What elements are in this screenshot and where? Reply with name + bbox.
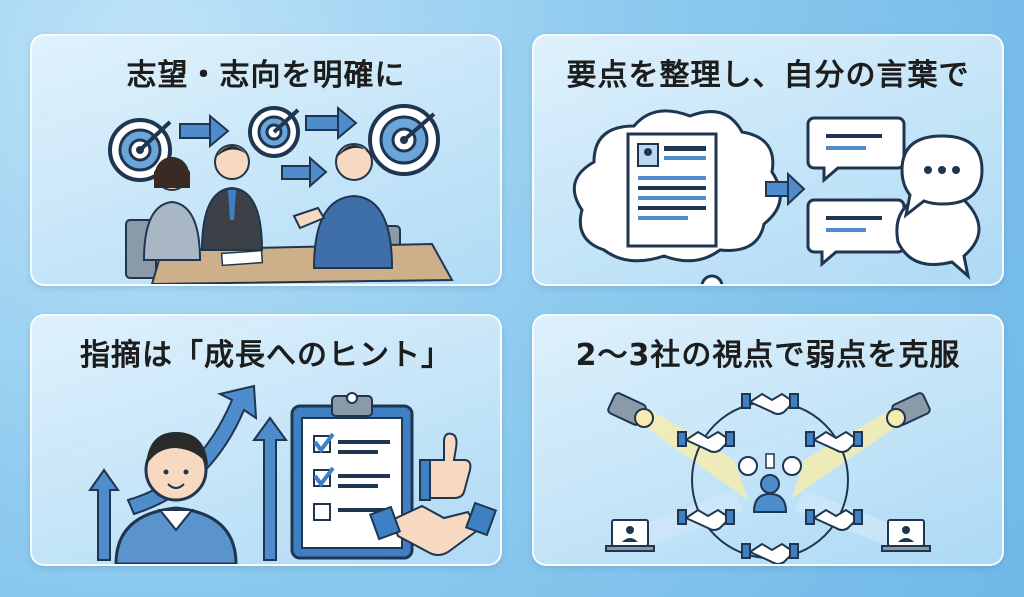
target-icon	[368, 104, 440, 176]
summarize-illustration	[572, 109, 984, 284]
panel-multiple-views: 2〜3社の視点で弱点を克服	[532, 314, 1004, 566]
arrow-right-icon	[765, 171, 806, 207]
panel-organize-points: 要点を整理し、自分の言葉で	[532, 34, 1004, 286]
panel-title: 2〜3社の視点で弱点を克服	[575, 338, 961, 373]
target-icon	[248, 106, 300, 158]
arrow-right-icon	[179, 113, 230, 149]
laptop-icon	[881, 519, 931, 552]
handshake-icon	[368, 501, 498, 556]
resume-document-icon	[626, 132, 718, 248]
speech-bubble-icon	[806, 116, 906, 184]
handshake-icon	[677, 430, 735, 453]
arrow-right-icon	[281, 155, 328, 189]
handshake-icon	[741, 392, 799, 415]
ellipsis-icon	[900, 134, 984, 219]
arrow-right-icon	[305, 105, 358, 141]
person-icon	[114, 432, 238, 564]
panel-title: 指摘は「成長へのヒント」	[80, 338, 452, 373]
panel-feedback-growth: 指摘は「成長へのヒント」	[30, 314, 502, 566]
panel-title: 志望・志向を明確に	[126, 58, 406, 93]
growth-illustration	[88, 384, 498, 564]
person-icon	[738, 453, 802, 513]
thumbs-up-icon	[419, 432, 472, 501]
network-illustration	[605, 392, 931, 564]
target-icon	[108, 118, 172, 182]
handshake-icon	[805, 430, 863, 453]
laptop-icon	[605, 519, 655, 552]
spotlight-icon	[886, 392, 931, 428]
panel-clarify-goals: 志望・志向を明確に	[30, 34, 502, 286]
handshake-icon	[677, 508, 735, 531]
handshake-icon	[741, 542, 799, 564]
spotlight-icon	[607, 392, 654, 428]
people-meeting-icon	[142, 143, 394, 269]
meeting-illustration	[108, 104, 454, 284]
panel-title: 要点を整理し、自分の言葉で	[566, 58, 970, 93]
handshake-icon	[805, 508, 863, 531]
speech-bubble-icon	[806, 198, 906, 268]
